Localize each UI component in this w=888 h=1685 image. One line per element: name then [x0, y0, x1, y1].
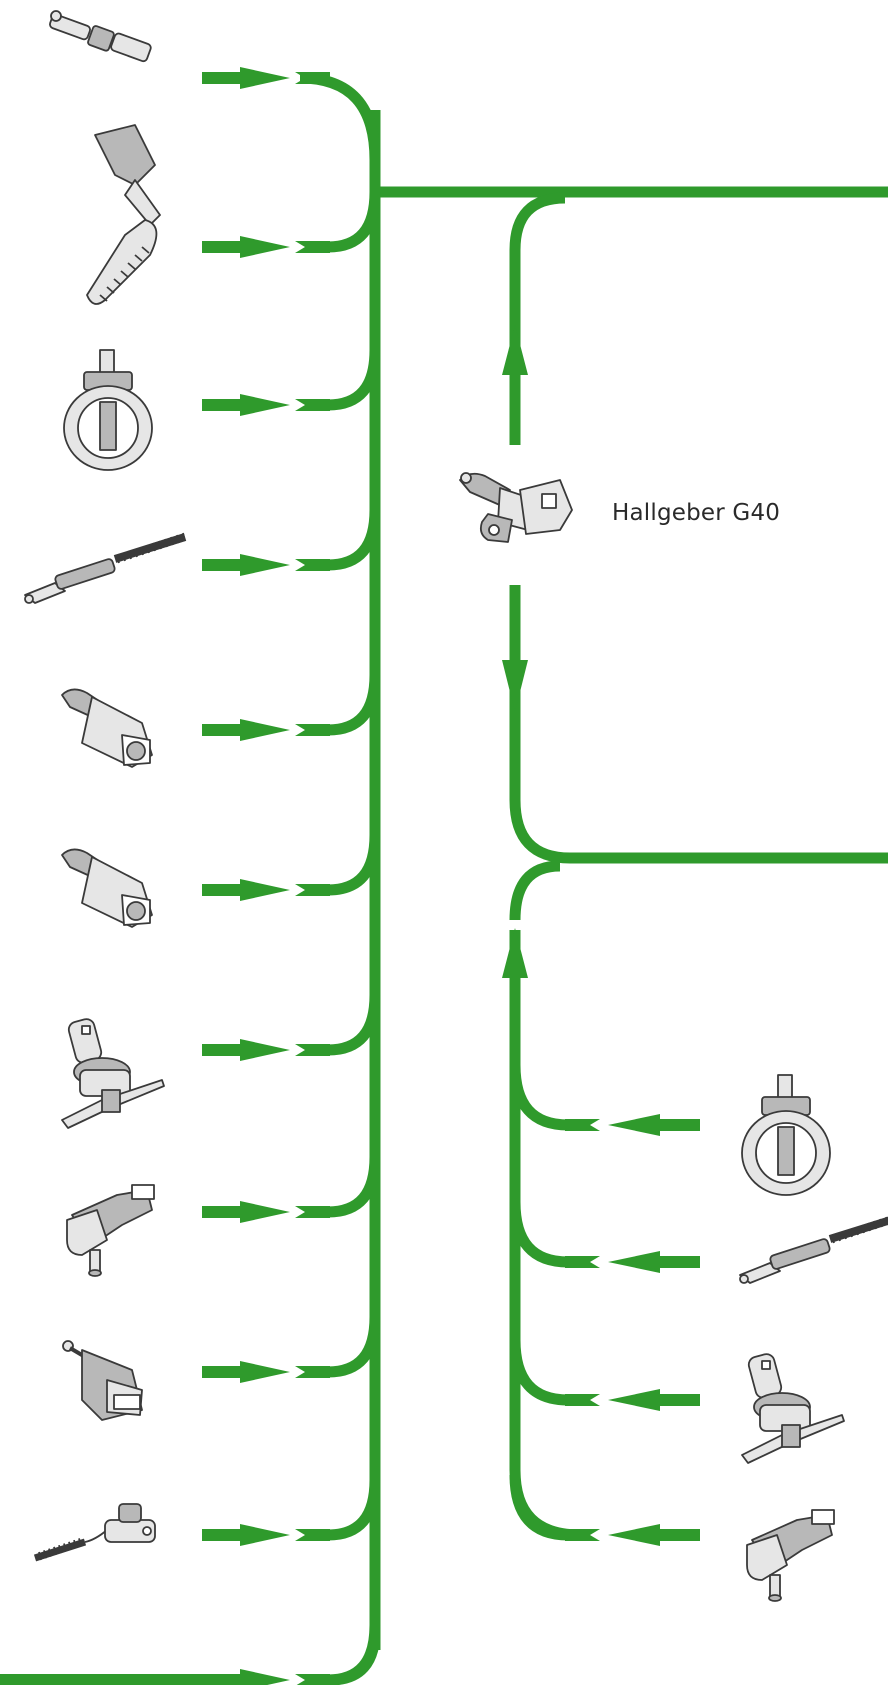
input-arrow	[202, 1201, 290, 1223]
input-arrow	[202, 879, 290, 901]
pressure-transmitter-icon	[66, 1184, 155, 1277]
right-input-flow	[509, 1474, 700, 1546]
input-arrow-tail	[565, 1529, 600, 1541]
left-input-arrows	[0, 67, 381, 1685]
accelerator-pedal-icon	[86, 124, 161, 305]
components	[24, 10, 888, 1602]
temperature-sensor-icon	[61, 688, 153, 768]
branch-curve	[509, 1474, 569, 1541]
branch-curve	[327, 834, 381, 896]
knock-sensor-icon	[33, 1503, 156, 1562]
input-arrow-tail	[565, 1394, 600, 1406]
g40-arrows	[502, 325, 528, 1040]
pressure-sensor-icon	[741, 1353, 845, 1464]
input-arrow-tail	[295, 559, 330, 571]
right-input-flow	[509, 1339, 700, 1411]
pressure-transmitter-icon	[746, 1509, 835, 1602]
left-input-flow	[202, 191, 381, 258]
g40-up-arrowhead	[502, 325, 528, 445]
input-arrow-tail	[295, 1674, 330, 1685]
input-arrow	[202, 236, 290, 258]
g40-upward-branch	[509, 192, 566, 445]
right-cluster-up-arrowhead	[502, 928, 528, 1040]
input-arrow	[608, 1251, 700, 1273]
left-input-flow	[202, 349, 381, 416]
input-arrow-tail	[295, 1366, 330, 1378]
branch-curve	[327, 674, 381, 736]
input-arrow	[608, 1389, 700, 1411]
branch-curve	[327, 191, 381, 253]
input-arrow	[608, 1524, 700, 1546]
branch-curve	[509, 1201, 569, 1268]
left-input-flow	[202, 674, 381, 741]
branch-curve	[509, 1064, 569, 1131]
left-input-flow	[202, 509, 381, 576]
input-arrow-tail	[565, 1119, 600, 1131]
branch-curve	[327, 1479, 381, 1541]
input-arrow	[202, 394, 290, 416]
branch-curve	[327, 1316, 381, 1378]
input-arrow-tail	[565, 1256, 600, 1268]
right-input-arrows	[509, 1064, 700, 1546]
branch-curve	[509, 1339, 569, 1406]
hall-sender-icon	[459, 472, 573, 543]
left-input-flow	[202, 994, 381, 1061]
trunk-top-curve	[299, 72, 381, 161]
input-arrow	[202, 1361, 290, 1383]
input-arrow-tail	[295, 241, 330, 253]
left-input-flow	[202, 1156, 381, 1223]
left-input-flow	[202, 67, 330, 89]
input-arrow-tail	[295, 884, 330, 896]
input-arrow	[202, 1039, 290, 1061]
input-arrow	[608, 1114, 700, 1136]
input-arrow-tail	[295, 1529, 330, 1541]
left-input-flow	[202, 1479, 381, 1546]
input-arrow	[202, 719, 290, 741]
branch-curve	[327, 349, 381, 411]
switch-icon	[62, 1340, 143, 1421]
input-arrow-tail	[295, 399, 330, 411]
input-arrow-tail	[295, 724, 330, 736]
input-arrow	[202, 1524, 290, 1546]
branch-curve	[327, 994, 381, 1056]
g40-down-arrowhead	[502, 585, 528, 712]
branch-curve	[327, 1156, 381, 1218]
right-cluster-top-curve	[509, 860, 561, 921]
bottom-curve	[329, 1629, 381, 1685]
temperature-sensor-icon	[61, 848, 153, 928]
branch-curve	[327, 509, 381, 571]
input-arrow-tail	[295, 72, 330, 84]
bottom-input-line	[0, 1674, 250, 1685]
temperature-probe-icon	[24, 532, 187, 604]
speed-sensor-icon	[49, 10, 152, 63]
left-input-flow	[202, 1316, 381, 1383]
air-mass-meter-icon	[741, 1074, 831, 1196]
air-mass-meter-icon	[63, 349, 153, 471]
right-input-flow	[509, 1064, 700, 1136]
hall-sender-label: Hallgeber G40	[612, 500, 781, 526]
temperature-probe-icon	[739, 1216, 888, 1284]
right-input-flow	[509, 1201, 700, 1273]
g40-downward-branch	[509, 585, 888, 864]
pressure-sensor-icon	[61, 1018, 165, 1129]
input-arrow	[202, 554, 290, 576]
input-arrow-tail	[295, 1044, 330, 1056]
left-input-flow	[202, 834, 381, 901]
input-arrow	[202, 67, 290, 89]
input-arrow-tail	[295, 1206, 330, 1218]
